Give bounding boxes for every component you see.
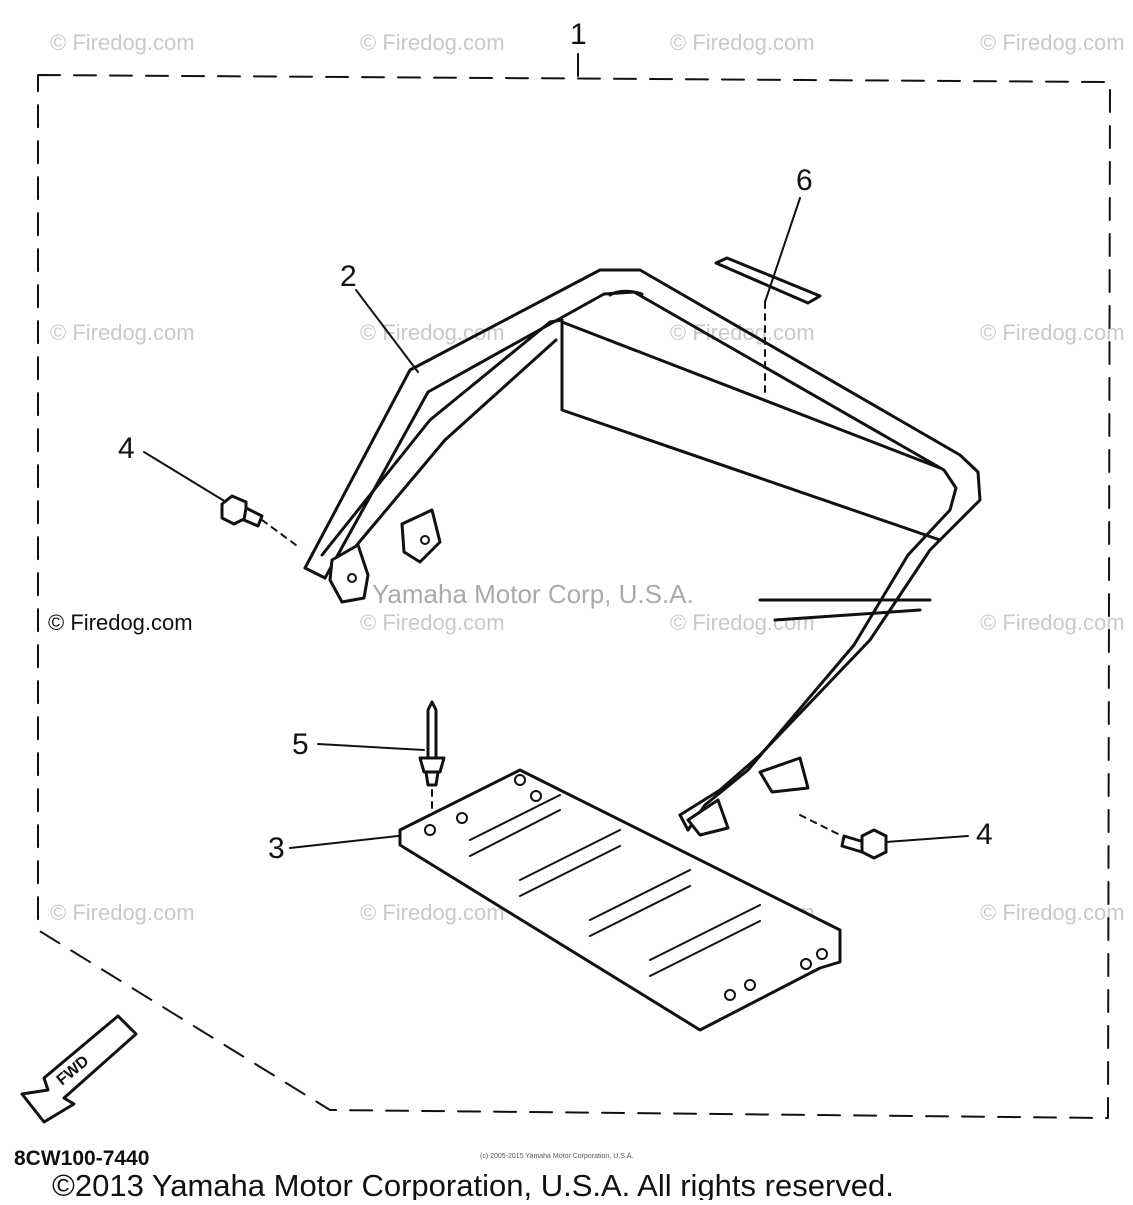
leader-line-3 (289, 835, 399, 849)
fwd-arrow-icon: FWD (20, 1014, 138, 1124)
small-notice: (c) 2005-2015 Yamaha Motor Corporation, … (480, 1153, 633, 1160)
callout-1: 1 (570, 18, 587, 51)
watermark: © Firedog.com (360, 610, 505, 635)
watermark-dark: © Firedog.com (48, 610, 193, 635)
kit-boundary (37, 74, 1111, 1119)
watermark: © Firedog.com (980, 320, 1125, 345)
callout-6: 6 (796, 164, 813, 197)
part-decal (714, 256, 822, 305)
leader-line-2 (355, 289, 419, 373)
center-watermark: Yamaha Motor Corp, U.S.A. (372, 579, 694, 609)
part-rack-frame (303, 268, 982, 837)
part-rivet (317, 700, 446, 831)
callout-2: 2 (340, 260, 357, 293)
watermark: © Firedog.com (50, 320, 195, 345)
callout-3: 3 (268, 832, 285, 865)
part-bolt-left (143, 451, 301, 549)
part-bolt-right (799, 814, 969, 860)
part-floor-plate (398, 768, 842, 1032)
leader-line-6 (764, 197, 801, 303)
callout-4-right: 4 (976, 818, 993, 851)
watermark: © Firedog.com (980, 610, 1125, 635)
watermark: © Firedog.com (360, 900, 505, 925)
watermark: © Firedog.com (980, 900, 1125, 925)
callout-5: 5 (292, 728, 309, 761)
copyright-notice: ©2013 Yamaha Motor Corporation, U.S.A. A… (52, 1168, 894, 1200)
watermark: © Firedog.com (50, 900, 195, 925)
watermark-layer: © Firedog.com © Firedog.com © Firedog.co… (48, 30, 1125, 925)
part-code: 8CW100-7440 (14, 1147, 149, 1170)
watermark: © Firedog.com (980, 30, 1125, 55)
watermark: © Firedog.com (670, 610, 815, 635)
watermark: © Firedog.com (50, 30, 195, 55)
watermark: © Firedog.com (670, 30, 815, 55)
watermark: © Firedog.com (360, 30, 505, 55)
callout-4-left: 4 (118, 432, 135, 465)
watermark: © Firedog.com (670, 320, 815, 345)
